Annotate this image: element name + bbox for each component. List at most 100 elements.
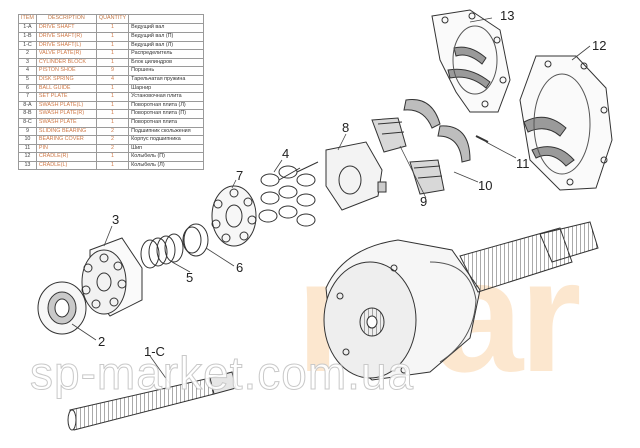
- cradle-right-part: [519, 55, 613, 191]
- row-quantity: 2: [95, 135, 130, 145]
- row-description: DRIVE SHAFT(L): [35, 40, 97, 51]
- row-description: SWASH PLATE(R): [35, 109, 97, 119]
- row-item: 2: [18, 49, 37, 59]
- row-russian: Шарнир: [128, 83, 205, 94]
- row-description: SET PLATE: [35, 92, 97, 102]
- row-item: 8-B: [18, 109, 37, 119]
- row-description: CYLINDER BLOCK: [35, 57, 97, 68]
- bearing-cover-part: [403, 99, 471, 163]
- callout-5: 5: [186, 270, 193, 285]
- sliding-bearing-part: [371, 117, 445, 195]
- row-russian: Колыбель (П): [128, 152, 205, 162]
- row-item: 11: [18, 143, 37, 154]
- row-item: 1-B: [18, 32, 37, 42]
- row-russian: Корпус подшипника: [128, 135, 205, 145]
- row-description: BALL GUIDE: [35, 83, 97, 94]
- row-description: BEARING COVER: [35, 135, 97, 145]
- callout-3: 3: [112, 212, 119, 227]
- row-item: 13: [18, 160, 37, 171]
- header-quantity: QUANTITY: [95, 13, 130, 25]
- row-quantity: 1: [95, 83, 130, 94]
- row-item: 10: [18, 135, 37, 145]
- row-quantity: 1: [95, 160, 130, 171]
- row-russian: Ведущий вал (Л): [128, 40, 205, 51]
- header-russian: [128, 13, 205, 25]
- row-description: CRADLE(L): [35, 160, 97, 171]
- row-quantity: 1: [95, 57, 130, 68]
- row-description: DISK SPRING: [35, 74, 97, 85]
- row-description: CRADLE(R): [35, 152, 97, 162]
- row-item: 12: [18, 152, 37, 162]
- valve-plate-part: [37, 281, 87, 335]
- drive-shaft-part: [67, 371, 237, 431]
- row-description: VALVE PLATE(R): [35, 49, 97, 59]
- row-russian: Ведущий вал (П): [128, 32, 205, 42]
- row-quantity: 1: [95, 109, 130, 119]
- row-russian: Поворотная плита (П): [128, 109, 205, 119]
- row-quantity: 1: [95, 117, 130, 128]
- ball-guide-part: [182, 223, 209, 257]
- row-item: 7: [18, 92, 37, 102]
- row-item: 6: [18, 83, 37, 94]
- row-russian: Блок цилиндров: [128, 57, 205, 68]
- row-russian: Распределитель: [128, 49, 205, 59]
- row-russian: Установочная плита: [128, 92, 205, 102]
- row-description: PIN: [35, 143, 97, 154]
- row-item: 9: [18, 126, 37, 137]
- row-description: DRIVE SHAFT: [35, 23, 97, 33]
- row-quantity: 1: [95, 100, 130, 111]
- row-quantity: 1: [95, 152, 130, 162]
- row-russian: Подшипник скольжения: [128, 126, 205, 137]
- row-item: 4: [18, 66, 37, 76]
- row-description: PISTON SHOE: [35, 66, 97, 76]
- row-quantity: 1: [95, 32, 130, 42]
- callout-12: 12: [592, 38, 606, 53]
- row-quantity: 4: [95, 74, 130, 85]
- header-item: ITEM: [18, 13, 37, 25]
- piston-shoe-part: [258, 161, 319, 227]
- callout-7: 7: [236, 168, 243, 183]
- cylinder-block-part: [81, 237, 143, 317]
- header-description: DESCRIPTION: [35, 13, 97, 25]
- disk-spring-part: [140, 233, 184, 269]
- row-quantity: 2: [95, 143, 130, 154]
- row-russian: Поворотная плита (Л): [128, 100, 205, 111]
- pump-assembly-part: [323, 221, 599, 381]
- row-quantity: 1: [95, 49, 130, 59]
- row-description: DRIVE SHAFT(R): [35, 32, 97, 42]
- row-russian: Шип: [128, 143, 205, 154]
- row-item: 3: [18, 57, 37, 68]
- row-item: 8-C: [18, 117, 37, 128]
- swash-plate-part: [325, 141, 387, 211]
- row-russian: Поршень: [128, 66, 205, 76]
- row-item: 8-A: [18, 100, 37, 111]
- row-item: 5: [18, 74, 37, 85]
- callout-1c: 1-C: [144, 344, 165, 359]
- callout-6: 6: [236, 260, 243, 275]
- row-russian: Ведущий вал: [128, 23, 205, 33]
- callout-4: 4: [282, 146, 289, 161]
- callout-10: 10: [478, 178, 492, 193]
- parts-table-header: ITEM DESCRIPTION QUANTITY: [18, 13, 205, 25]
- row-quantity: 9: [95, 66, 130, 76]
- row-quantity: 1: [95, 92, 130, 102]
- row-quantity: 2: [95, 126, 130, 137]
- row-item: 1-A: [18, 23, 37, 33]
- row-description: SWASH PLATE(L): [35, 100, 97, 111]
- row-quantity: 1: [95, 40, 130, 51]
